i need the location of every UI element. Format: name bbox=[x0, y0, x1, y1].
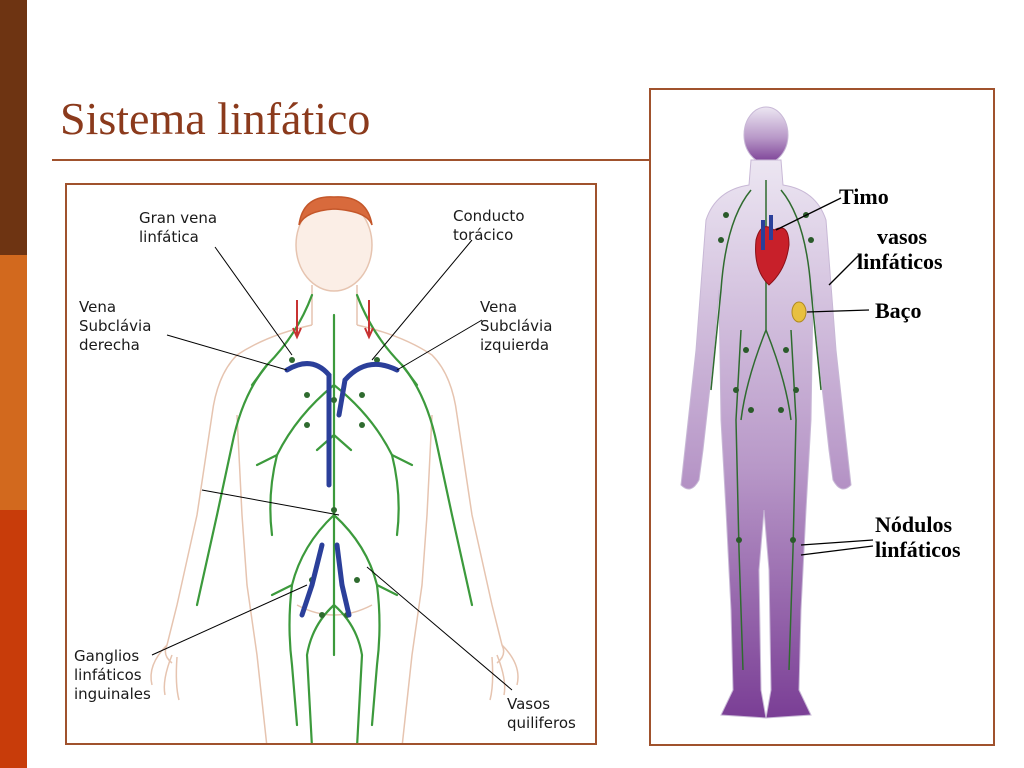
label-vasos-line2: linfáticos bbox=[857, 249, 943, 274]
label-vasos-q-line1: Vasos bbox=[507, 695, 551, 713]
accent-strip-bottom bbox=[0, 510, 27, 768]
label-vena-subclavia-derecha: Vena Subclávia derecha bbox=[79, 298, 151, 355]
label-nodulos-line2: linfáticos bbox=[875, 537, 961, 562]
label-vena-der-line2: Subclávia bbox=[79, 317, 152, 335]
lymphatic-diagram-right: Timo vasos linfáticos Baço Nódulos linfá… bbox=[649, 88, 995, 746]
label-ganglios-line1: Ganglios bbox=[74, 647, 140, 665]
accent-strip-top bbox=[0, 0, 27, 255]
label-conducto-line1: Conducto bbox=[453, 207, 525, 225]
label-ganglios-inguinales: Ganglios linfáticos inguinales bbox=[74, 647, 151, 704]
label-nodulos-linfaticos: Nódulos linfáticos bbox=[875, 512, 961, 562]
title-rule bbox=[52, 159, 652, 161]
label-timo: Timo bbox=[839, 184, 889, 209]
label-ganglios-line3: inguinales bbox=[74, 685, 151, 703]
right-body-illustration bbox=[680, 106, 874, 719]
label-conducto-line2: torácico bbox=[453, 226, 514, 244]
label-vena-izq-line2: Subclávia bbox=[480, 317, 553, 335]
label-nodulos-line1: Nódulos bbox=[875, 512, 953, 537]
slide-title: Sistema linfático bbox=[60, 93, 371, 144]
label-vena-izq-line3: izquierda bbox=[480, 336, 550, 354]
label-vasos-linfaticos: vasos linfáticos bbox=[857, 224, 943, 274]
label-ganglios-line2: linfáticos bbox=[74, 666, 142, 684]
label-vena-der-line3: derecha bbox=[79, 336, 140, 354]
label-vasos-quiliferos: Vasos quiliferos bbox=[507, 695, 576, 733]
label-vasos-q-line2: quiliferos bbox=[507, 714, 576, 732]
label-baco: Baço bbox=[875, 298, 922, 323]
lymphatic-diagram-left: Gran vena linfática Conducto torácico Ve… bbox=[65, 183, 597, 745]
label-gran-vena-line1: Gran vena bbox=[139, 209, 218, 227]
label-vena-subclavia-izquierda: Vena Subclávia izquierda bbox=[480, 298, 552, 355]
accent-strip-middle bbox=[0, 255, 27, 510]
label-conducto-toracico: Conducto torácico bbox=[453, 207, 525, 245]
label-gran-vena: Gran vena linfática bbox=[139, 209, 217, 247]
label-vena-izq-line1: Vena bbox=[480, 298, 518, 316]
label-vena-der-line1: Vena bbox=[79, 298, 117, 316]
left-body-illustration bbox=[150, 196, 519, 743]
label-vasos-line1: vasos bbox=[877, 224, 928, 249]
label-gran-vena-line2: linfática bbox=[139, 228, 199, 246]
